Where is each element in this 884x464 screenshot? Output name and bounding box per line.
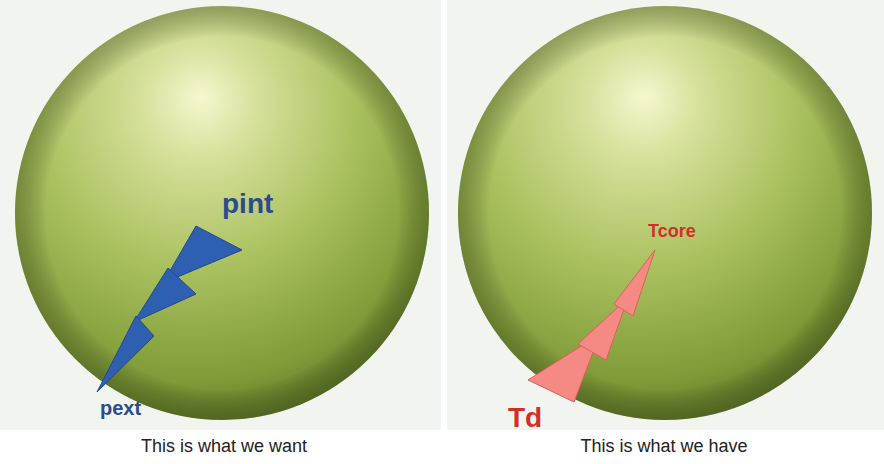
sphere-shade (15, 6, 429, 420)
sphere-shade (458, 6, 872, 420)
pressure-arrow (97, 226, 242, 392)
sphere (15, 6, 429, 420)
temperature-label: Tcore (648, 222, 696, 240)
temperature-label: Td (508, 404, 542, 432)
caption: This is what we have (580, 437, 747, 455)
panel-ground (0, 0, 441, 430)
caption: This is what we want (141, 437, 307, 455)
temperature-arrow (528, 250, 655, 402)
pressure-label: pint (222, 190, 273, 218)
sphere (458, 6, 872, 420)
pressure-label: pext (100, 398, 141, 418)
panel-ground (447, 0, 884, 430)
